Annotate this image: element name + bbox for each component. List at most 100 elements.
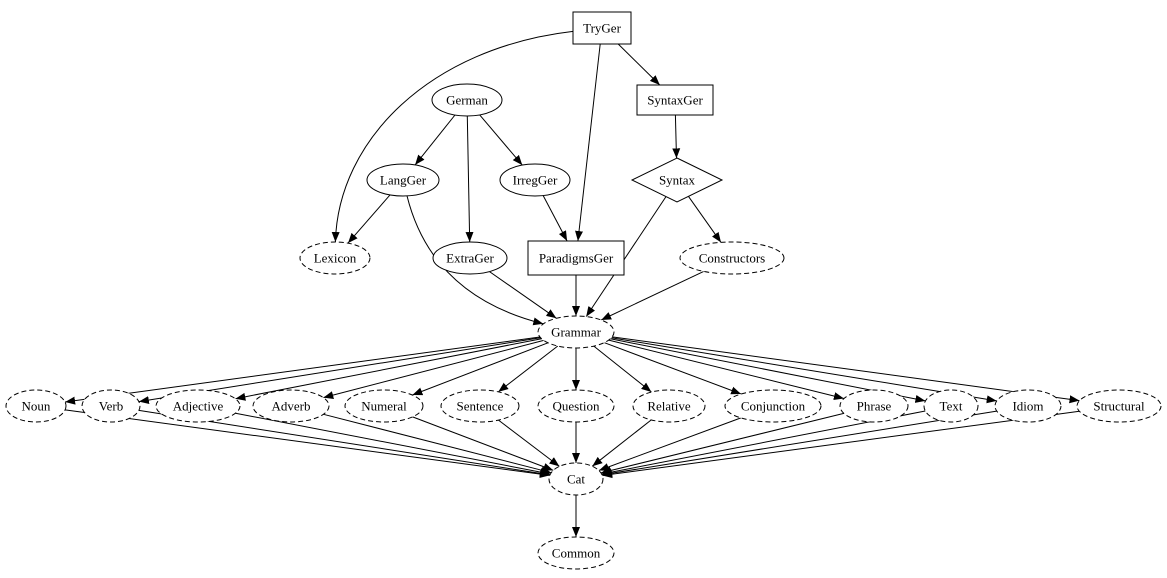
edge-IrregGer-ParadigmsGer bbox=[542, 195, 568, 242]
node-Sentence: Sentence bbox=[440, 389, 520, 423]
edge-Structural-Cat bbox=[602, 410, 1080, 479]
node-label: LangGer bbox=[380, 173, 427, 188]
node-label: Adjective bbox=[173, 399, 224, 414]
edge-Syntax-Grammar bbox=[585, 196, 667, 317]
edge-Grammar-Phrase bbox=[608, 339, 845, 400]
node-label: Adverb bbox=[272, 399, 311, 414]
node-shape-ellipse bbox=[431, 83, 503, 117]
node-shape-ellipse bbox=[81, 389, 141, 423]
edge-Phrase-Cat bbox=[600, 412, 844, 475]
node-shape-ellipse bbox=[537, 536, 615, 570]
node-shape-ellipse bbox=[366, 163, 440, 197]
node-shape-ellipse bbox=[923, 389, 979, 423]
edge-Sentence-Cat bbox=[498, 419, 560, 467]
node-label: Noun bbox=[22, 399, 51, 414]
edge-Adverb-Cat bbox=[323, 413, 552, 475]
node-shape-ellipse bbox=[724, 389, 822, 423]
node-Relative: Relative bbox=[632, 389, 706, 423]
node-label: Cat bbox=[567, 472, 585, 487]
edge-German-ExtraGer bbox=[465, 115, 474, 243]
edge-Noun-Cat bbox=[65, 409, 550, 479]
node-Noun: Noun bbox=[5, 389, 67, 423]
edge-Grammar-Structural bbox=[612, 336, 1080, 404]
node-label: Relative bbox=[647, 399, 691, 414]
node-shape-ellipse bbox=[299, 241, 371, 275]
node-label: Structural bbox=[1093, 399, 1145, 414]
node-shape-ellipse bbox=[839, 389, 909, 423]
edge-Grammar-Sentence bbox=[497, 345, 559, 393]
edge-layer bbox=[65, 30, 1080, 537]
edge-Constructors-Grammar bbox=[600, 270, 704, 321]
edge-LangGer-Lexicon bbox=[347, 194, 391, 244]
node-Cat: Cat bbox=[548, 462, 604, 496]
node-shape-ellipse bbox=[679, 241, 785, 275]
edge-Grammar-Idiom bbox=[611, 337, 997, 404]
node-label: Idiom bbox=[1012, 399, 1043, 414]
node-shape-ellipse bbox=[252, 389, 330, 423]
edge-Grammar-Conjunction bbox=[604, 342, 742, 395]
node-label: Conjunction bbox=[741, 399, 806, 414]
edge-Syntax-Constructors bbox=[688, 196, 722, 243]
node-shape-ellipse bbox=[5, 389, 67, 423]
node-TryGer: TryGer bbox=[572, 11, 632, 45]
node-Adverb: Adverb bbox=[252, 389, 330, 423]
node-label: ExtraGer bbox=[446, 251, 494, 266]
node-shape-rect bbox=[572, 11, 632, 45]
edge-TryGer-SyntaxGer bbox=[617, 43, 661, 86]
node-shape-ellipse bbox=[440, 389, 520, 423]
edge-Grammar-Adverb bbox=[323, 339, 544, 399]
node-Syntax: Syntax bbox=[630, 157, 724, 203]
node-LangGer: LangGer bbox=[366, 163, 440, 197]
node-Idiom: Idiom bbox=[994, 389, 1062, 423]
node-shape-ellipse bbox=[632, 389, 706, 423]
node-Conjunction: Conjunction bbox=[724, 389, 822, 423]
node-shape-ellipse bbox=[548, 462, 604, 496]
edge-Adjective-Cat bbox=[235, 412, 551, 477]
edge-LangGer-Grammar bbox=[406, 195, 544, 326]
node-label: IrregGer bbox=[513, 173, 558, 188]
node-Numeral: Numeral bbox=[344, 389, 424, 423]
edge-Grammar-Adjective bbox=[235, 338, 542, 401]
edge-TryGer-ParadigmsGer bbox=[575, 43, 601, 242]
node-shape-ellipse bbox=[155, 389, 241, 423]
edge-Relative-Cat bbox=[591, 419, 652, 467]
node-Structural: Structural bbox=[1076, 389, 1162, 423]
node-label: Question bbox=[553, 399, 600, 414]
node-SyntaxGer: SyntaxGer bbox=[636, 84, 714, 116]
node-Question: Question bbox=[537, 389, 615, 423]
node-label: Text bbox=[940, 399, 963, 414]
edge-Idiom-Cat bbox=[601, 410, 997, 478]
node-IrregGer: IrregGer bbox=[499, 163, 571, 197]
node-shape-rect bbox=[527, 240, 625, 276]
node-label: Verb bbox=[99, 399, 124, 414]
edge-TryGer-Lexicon bbox=[331, 30, 574, 243]
edge-Numeral-Cat bbox=[412, 416, 554, 471]
node-shape-ellipse bbox=[1076, 389, 1162, 423]
edge-Grammar-Numeral bbox=[412, 342, 549, 396]
edge-SyntaxGer-Syntax bbox=[672, 114, 681, 159]
node-label: Sentence bbox=[457, 399, 504, 414]
node-German: German bbox=[431, 83, 503, 117]
node-shape-rect bbox=[636, 84, 714, 116]
node-Phrase: Phrase bbox=[839, 389, 909, 423]
node-label: Numeral bbox=[361, 399, 407, 414]
node-shape-ellipse bbox=[432, 241, 508, 275]
node-shape-ellipse bbox=[499, 163, 571, 197]
edge-Grammar-Noun bbox=[65, 336, 540, 405]
edge-Grammar-Relative bbox=[593, 345, 652, 393]
node-label: Grammar bbox=[551, 325, 601, 340]
node-Adjective: Adjective bbox=[155, 389, 241, 423]
node-shape-ellipse bbox=[994, 389, 1062, 423]
node-Constructors: Constructors bbox=[679, 241, 785, 275]
node-label: Phrase bbox=[857, 399, 892, 414]
node-Grammar: Grammar bbox=[537, 315, 615, 349]
node-label: German bbox=[446, 93, 488, 108]
edge-ExtraGer-Grammar bbox=[489, 271, 557, 319]
node-label: Common bbox=[552, 546, 601, 561]
node-shape-diamond bbox=[630, 157, 724, 203]
node-label: SyntaxGer bbox=[647, 93, 703, 108]
node-Verb: Verb bbox=[81, 389, 141, 423]
